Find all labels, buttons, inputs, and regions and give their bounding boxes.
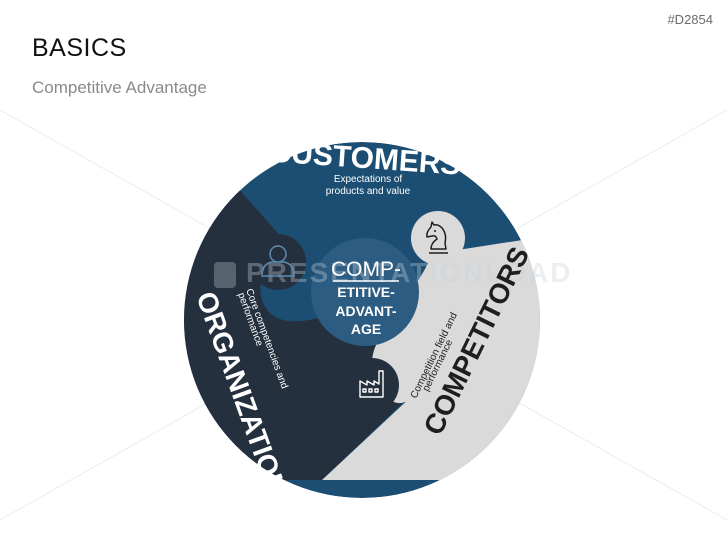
customers-desc-2: products and value — [326, 186, 411, 197]
customers-desc-1: Expectations of — [334, 174, 403, 185]
center-line-3: ADVANT- — [335, 303, 397, 319]
person-icon — [261, 245, 295, 277]
page-title: BASICS — [32, 34, 127, 62]
center-line-1: COMP- — [331, 258, 401, 281]
page-subtitle: Competitive Advantage — [32, 78, 207, 97]
center-line-2: ETITIVE- — [337, 284, 395, 300]
competitors-segment — [322, 236, 540, 480]
watermark-text: PRESENTATIONLOAD — [246, 257, 573, 288]
watermark: PRESENTATIONLOAD — [214, 257, 573, 288]
factory-icon — [359, 370, 384, 398]
center-piece — [311, 238, 419, 346]
customers-knob — [411, 211, 465, 265]
slide-id: #D2854 — [667, 12, 713, 27]
organization-segment — [184, 186, 410, 480]
chess-knight-icon — [426, 221, 448, 254]
competitors-knob — [345, 358, 399, 412]
center-line-4: AGE — [351, 321, 381, 337]
